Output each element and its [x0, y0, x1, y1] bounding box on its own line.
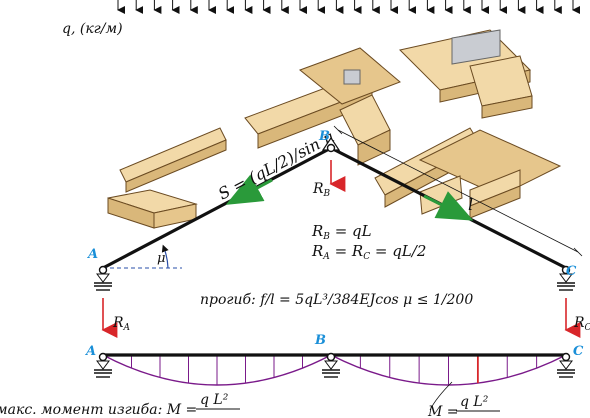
rc-label: RC — [573, 315, 590, 333]
pin-support-c — [557, 265, 575, 291]
point-b-top: B — [318, 129, 330, 144]
angle-label: μ — [157, 251, 165, 266]
left-rafter — [101, 146, 333, 270]
timber-illustration — [107, 29, 562, 229]
right-force-arrow — [423, 191, 474, 221]
distributed-load — [117, 0, 580, 14]
left-force-arrow — [225, 174, 273, 205]
point-b-bottom: B — [314, 333, 326, 348]
pin-joint-b — [321, 136, 341, 153]
moment-right-formula: M = — [427, 404, 459, 418]
moment-right-numerator: q L² — [460, 394, 489, 410]
rb-formula: RB = qL — [311, 222, 372, 242]
moment-max-formula: макс. момент изгиба: M = — [0, 402, 197, 418]
span-label: l — [468, 195, 473, 214]
span-dimension — [333, 125, 583, 257]
bottom-support-a — [94, 352, 112, 378]
point-a-top: A — [86, 247, 98, 262]
rarc-formula: RA = RC = qL/2 — [311, 242, 426, 262]
point-c-top: C — [566, 264, 577, 279]
deflection-formula: прогиб: f/l = 5qL³/384EJcos μ ≤ 1/200 — [200, 292, 473, 308]
bottom-support-b — [322, 352, 340, 378]
rb-label: RB — [312, 181, 331, 199]
angle-arc — [161, 244, 169, 269]
moment-max-numerator: q L² — [200, 392, 229, 408]
pin-support-a — [94, 265, 112, 291]
ra-label: RA — [112, 315, 131, 333]
bottom-support-c — [557, 352, 575, 378]
load-label: q, (кг/м) — [62, 21, 123, 37]
point-c-bottom: C — [573, 344, 584, 359]
moment-leader — [429, 381, 453, 411]
point-a-bottom: A — [84, 344, 96, 359]
